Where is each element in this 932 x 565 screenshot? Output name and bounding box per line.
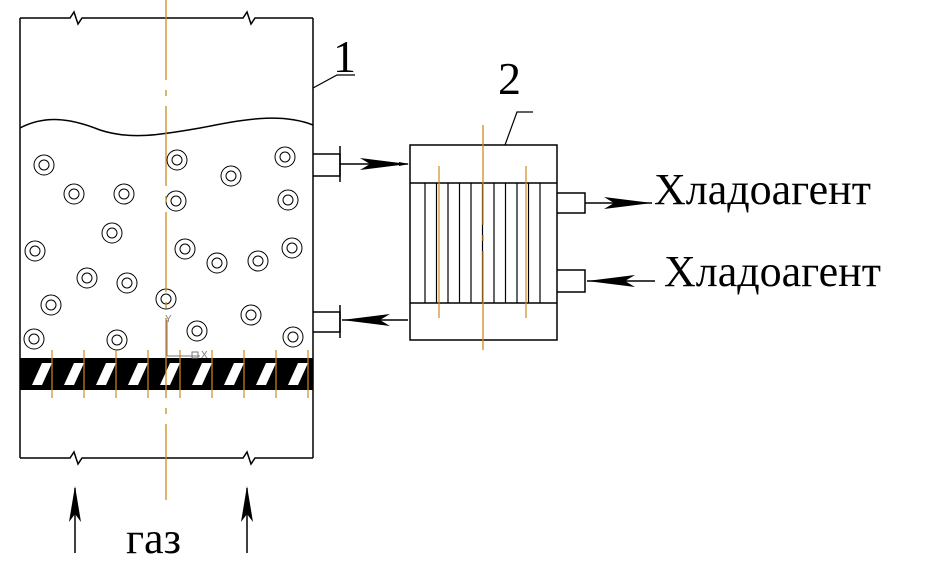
coolant-inlet-nozzle	[557, 269, 586, 293]
exchanger-tubes	[424, 183, 541, 303]
coolant-in-label: Хладоагент	[664, 247, 881, 296]
axis-marker-x: X	[201, 350, 208, 361]
bed-particle	[281, 237, 303, 259]
grid-slot	[256, 363, 276, 385]
bed-particle	[113, 183, 135, 205]
bed-particles	[23, 146, 304, 351]
flow-arrowhead-return	[342, 314, 390, 326]
grid-centerline-ticks	[51, 350, 309, 398]
grid-slot	[192, 363, 212, 385]
grid-slot	[288, 363, 308, 385]
gas-inlet-label: газ	[126, 514, 181, 563]
bed-particle	[23, 328, 45, 350]
bed-particle	[101, 222, 123, 244]
axis-marker-y: Y	[165, 314, 172, 325]
leader-line-1	[312, 74, 355, 89]
bed-particle	[106, 329, 128, 351]
coolant-out-arrowhead	[604, 197, 652, 209]
bed-particle	[240, 304, 262, 326]
bed-particle	[274, 146, 296, 168]
bed-particle	[206, 252, 228, 274]
gas-inlet-arrows	[69, 486, 253, 553]
axis-marker	[166, 320, 200, 359]
bed-particle	[277, 189, 299, 211]
grid-slot	[160, 363, 180, 385]
grid-slot	[64, 363, 84, 385]
apparatus-number-label: 1	[333, 31, 356, 82]
column-outlet-nozzle	[313, 146, 341, 182]
coolant-in-arrowhead	[587, 275, 635, 287]
bed-surface-line	[19, 117, 314, 137]
coolant-out-label: Хладоагент	[654, 165, 871, 214]
bed-particle	[24, 240, 46, 262]
bed-particle	[174, 238, 196, 260]
coolant-outlet-nozzle	[557, 192, 586, 214]
grid-slot	[32, 363, 52, 385]
column-inlet-nozzle	[313, 305, 341, 338]
bed-particle	[63, 183, 85, 205]
bed-particle	[282, 326, 304, 348]
bed-particle	[220, 165, 242, 187]
bed-particle	[40, 294, 62, 316]
grid-slot	[224, 363, 244, 385]
grid-slot	[96, 363, 116, 385]
leader-line-2	[504, 111, 533, 146]
bed-particle	[186, 320, 208, 342]
bed-particle	[166, 149, 188, 171]
bed-particle	[33, 154, 55, 176]
exchanger-number-label: 2	[498, 53, 521, 104]
grid-slot	[128, 363, 148, 385]
bed-particle	[247, 250, 269, 272]
bed-particle	[116, 272, 138, 294]
bed-particle	[76, 267, 98, 289]
flow-arrowhead-to-exchanger	[360, 158, 408, 170]
bed-particle	[165, 190, 187, 212]
